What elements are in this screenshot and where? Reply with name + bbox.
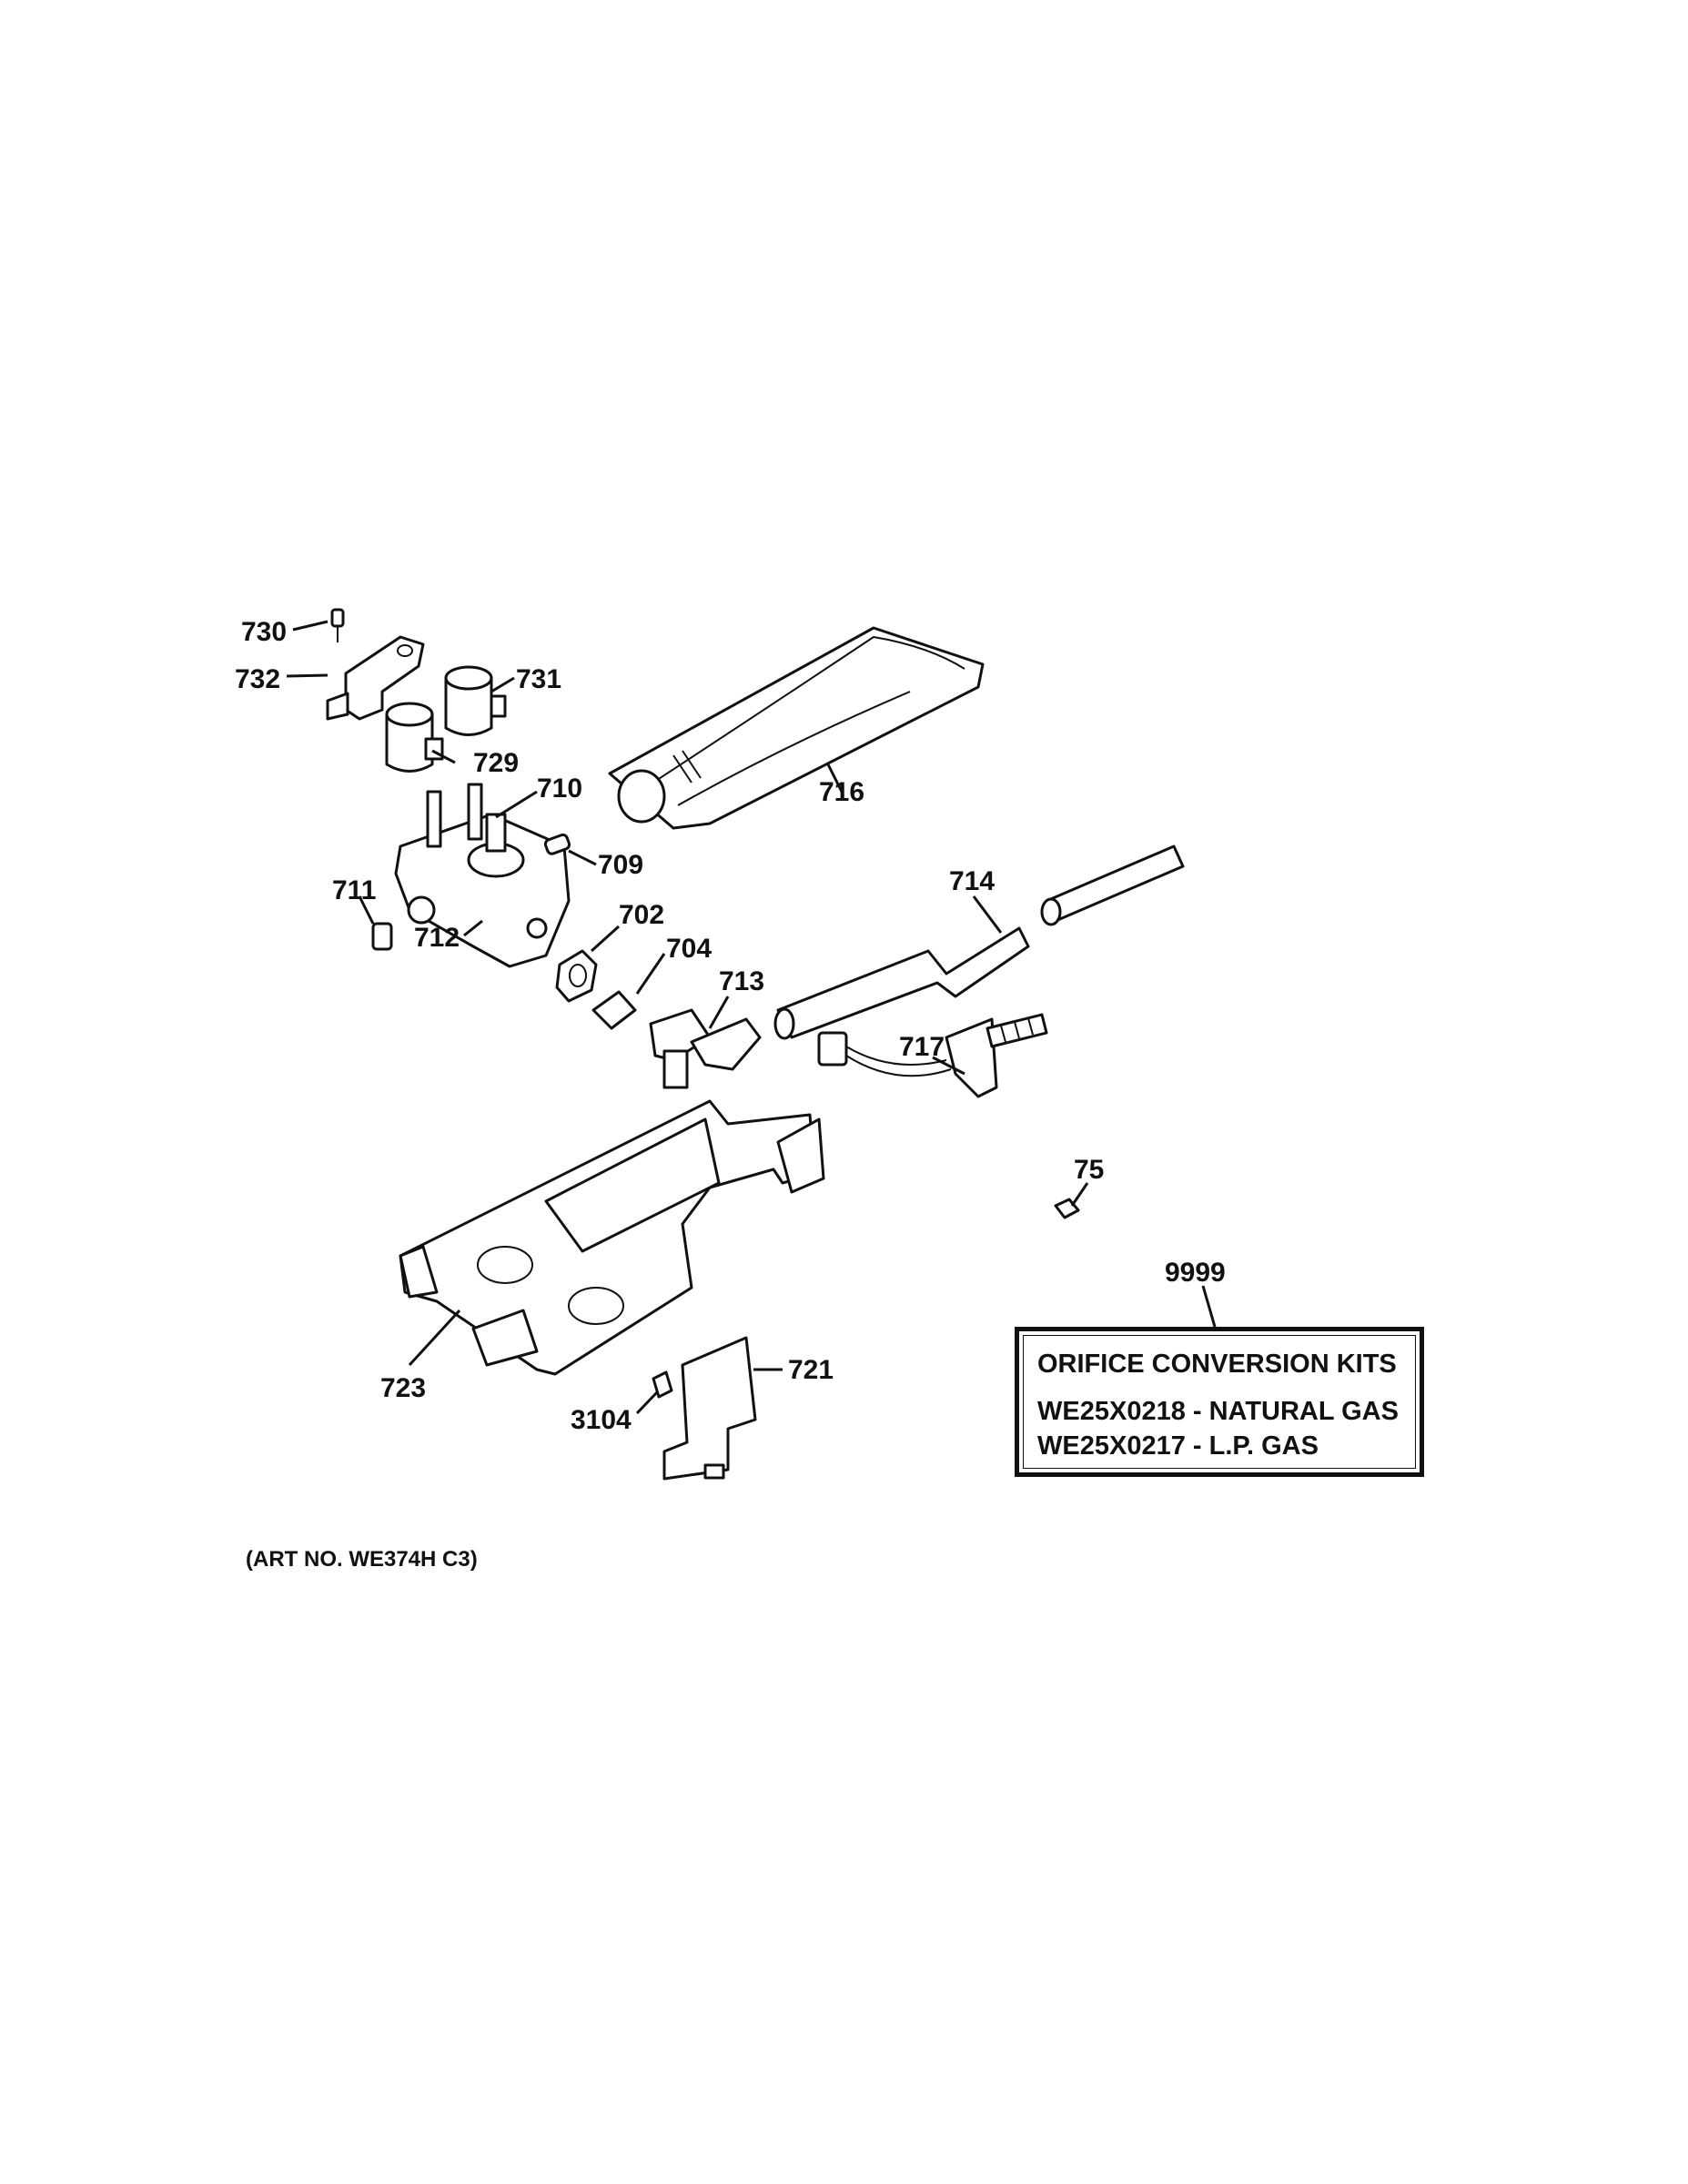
part-729-coil [385,702,444,773]
part-711-fitting [371,922,393,951]
kit-natural-gas: WE25X0218 - NATURAL GAS [1037,1397,1399,1426]
label-709: 709 [598,850,643,880]
label-730: 730 [241,617,287,647]
part-721-shield [662,1336,757,1481]
kit-box-inner-border [1023,1335,1416,1469]
part-731-coil [444,665,507,736]
part-704-orifice [591,990,637,1030]
label-714: 714 [949,866,995,896]
label-717: 717 [899,1032,945,1062]
part-723-bracket [399,1099,825,1376]
label-731: 731 [516,664,561,694]
label-712: 712 [414,923,460,953]
part-717-igniter [817,1013,1048,1098]
art-number: (ART NO. WE374H C3) [246,1547,478,1572]
label-702: 702 [619,900,664,930]
leader-lines [286,620,1217,1415]
kit-lp-gas: WE25X0217 - L.P. GAS [1037,1431,1319,1461]
label-729: 729 [473,748,519,778]
label-711: 711 [332,875,376,905]
part-730-screw [330,608,345,642]
label-716: 716 [819,777,864,807]
kit-box-title: ORIFICE CONVERSION KITS [1037,1350,1397,1379]
label-9999: 9999 [1165,1258,1226,1288]
label-75: 75 [1074,1155,1104,1185]
label-710: 710 [537,774,582,804]
part-712-valve-body [394,783,571,968]
part-702-nut [555,949,598,1003]
orifice-conversion-kits-box: ORIFICE CONVERSION KITS WE25X0218 - NATU… [1015,1327,1424,1477]
label-704: 704 [666,934,712,964]
part-3104-screw [652,1370,673,1399]
part-716-burner [608,626,985,830]
label-3104: 3104 [571,1405,632,1435]
part-732-bracket [326,635,425,721]
part-714-gas-pipe [773,844,1185,1040]
part-709-fitting [543,833,571,855]
label-723: 723 [380,1373,426,1403]
label-721: 721 [788,1355,834,1385]
label-713: 713 [719,966,764,996]
label-732: 732 [235,664,280,694]
part-713-shutoff-valve [649,1008,762,1089]
